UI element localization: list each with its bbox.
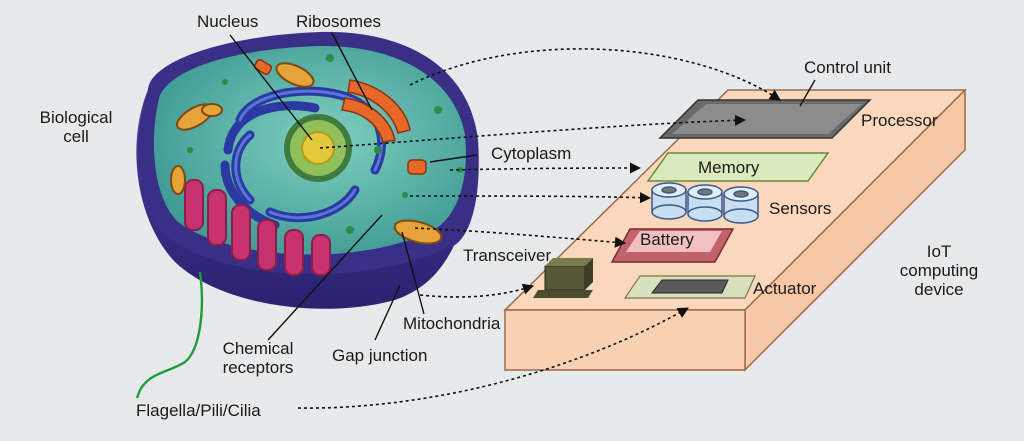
label-biological-cell-line1: Biological: [39, 108, 113, 127]
label-chemical-receptors-line1: Chemical: [222, 339, 294, 358]
label-control-unit: Control unit: [804, 58, 891, 77]
label-iot-line1: IoT: [926, 242, 952, 261]
label-chemical-receptors: Chemical receptors: [210, 339, 306, 377]
label-sensors: Sensors: [769, 199, 832, 218]
label-biological-cell: Biological cell: [36, 108, 116, 146]
mitochondria-organelles: [170, 62, 443, 245]
mapping-arrows: [297, 48, 781, 409]
transceiver-component: [533, 258, 593, 298]
sensor-drums: [651, 182, 759, 224]
golgi-apparatus: [184, 179, 331, 276]
label-battery: Battery: [640, 230, 694, 249]
label-memory: Memory: [698, 158, 760, 177]
flagellum: [135, 271, 204, 399]
leader-lines: [229, 32, 816, 341]
label-mitochondria: Mitochondria: [403, 314, 501, 333]
actuator-component: [623, 275, 756, 299]
label-gap-junction: Gap junction: [332, 346, 428, 365]
cytoplasm-granules: [187, 54, 463, 234]
battery-component: [610, 228, 735, 263]
nucleolus: [301, 131, 335, 165]
label-chemical-receptors-line2: receptors: [222, 358, 294, 377]
label-iot-device: IoT computing device: [884, 242, 994, 299]
label-processor: Processor: [861, 111, 938, 130]
label-transceiver: Transceiver: [463, 246, 552, 265]
memory-module: [646, 152, 830, 182]
biological-cell-illustration: [135, 31, 479, 399]
label-flagella: Flagella/Pili/Cilia: [136, 401, 261, 420]
label-nucleus: Nucleus: [197, 12, 259, 31]
label-iot-line3: device: [914, 280, 964, 299]
label-ribosomes: Ribosomes: [296, 12, 382, 31]
processor-chip: [658, 99, 872, 139]
label-biological-cell-line2: cell: [63, 127, 89, 146]
label-iot-line2: computing: [899, 261, 979, 280]
label-actuator: Actuator: [753, 279, 817, 298]
label-cytoplasm: Cytoplasm: [491, 144, 572, 163]
